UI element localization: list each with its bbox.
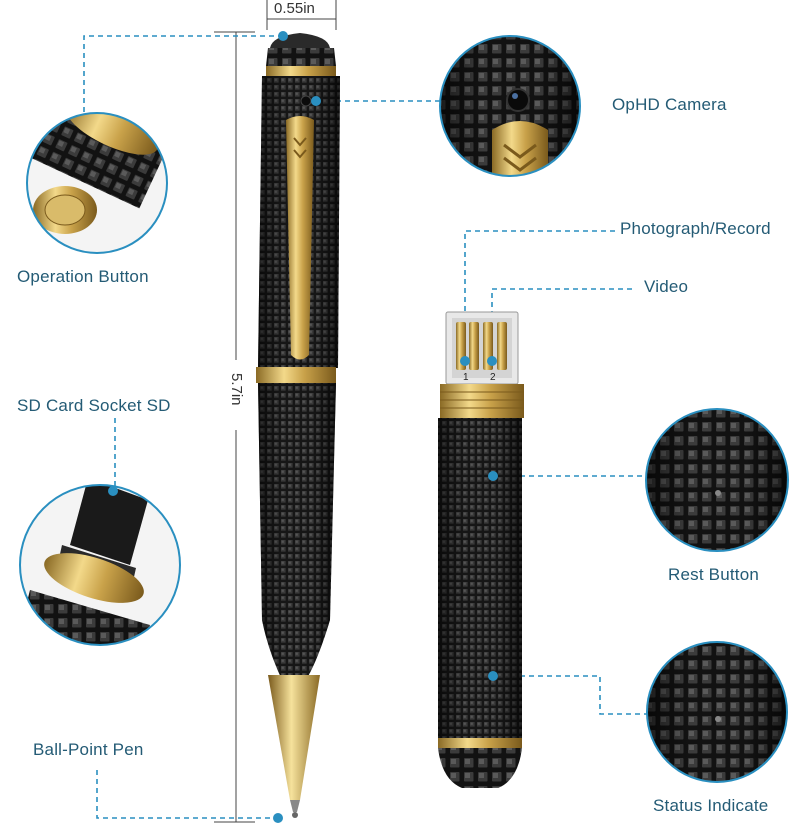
zoom-sd-card bbox=[19, 484, 181, 646]
pen-tip bbox=[268, 675, 320, 800]
dimension-height bbox=[214, 31, 255, 823]
zoom-camera bbox=[439, 35, 581, 177]
cap-gold-ring bbox=[266, 66, 336, 76]
pen-middle-band bbox=[256, 367, 336, 383]
width-dimension-label: 0.55in bbox=[274, 0, 315, 17]
height-dimension-label: 5.7in bbox=[228, 373, 245, 406]
marker-camera bbox=[311, 96, 321, 106]
marker-sd bbox=[108, 486, 118, 496]
leader-ballpoint bbox=[96, 770, 278, 819]
pen-full bbox=[256, 31, 340, 823]
label-status-indicate: Status Indicate bbox=[653, 796, 769, 815]
label-operation-button: Operation Button bbox=[17, 267, 149, 286]
leader-lines bbox=[83, 35, 648, 819]
marker-operation bbox=[278, 31, 288, 41]
pen-clip bbox=[286, 116, 314, 360]
leader-status bbox=[493, 675, 648, 715]
marker-rest bbox=[488, 471, 498, 481]
status-light-icon bbox=[715, 716, 721, 722]
marker-video bbox=[487, 356, 497, 366]
zoom-status-indicator bbox=[646, 641, 788, 783]
pen-usb-part bbox=[438, 311, 524, 788]
rest-button-icon bbox=[715, 490, 721, 496]
label-sd-card-socket: SD Card Socket SD bbox=[17, 396, 171, 415]
zoom-rest-button bbox=[645, 408, 789, 552]
usb-thread-ring bbox=[440, 384, 524, 418]
label-ball-point-pen: Ball-Point Pen bbox=[33, 740, 144, 759]
marker-photograph bbox=[460, 356, 470, 366]
marker-status bbox=[488, 671, 498, 681]
dimension-width bbox=[266, 0, 337, 30]
usb-pin1-label: 1 bbox=[463, 372, 469, 383]
camera-lens-icon bbox=[300, 95, 312, 107]
label-video: Video bbox=[644, 277, 689, 296]
label-camera: OpHD Camera bbox=[612, 95, 727, 114]
leader-photograph bbox=[464, 230, 615, 320]
label-photograph-record: Photograph/Record bbox=[620, 219, 771, 238]
camera-icon bbox=[506, 88, 530, 112]
sd-card-icon bbox=[70, 485, 148, 565]
leader-video bbox=[491, 288, 635, 361]
zoom-operation-button bbox=[26, 112, 168, 254]
marker-ballpoint bbox=[273, 813, 283, 823]
label-rest-button: Rest Button bbox=[668, 565, 760, 584]
leader-operation bbox=[83, 35, 283, 112]
usb-pin2-label: 2 bbox=[490, 372, 496, 383]
